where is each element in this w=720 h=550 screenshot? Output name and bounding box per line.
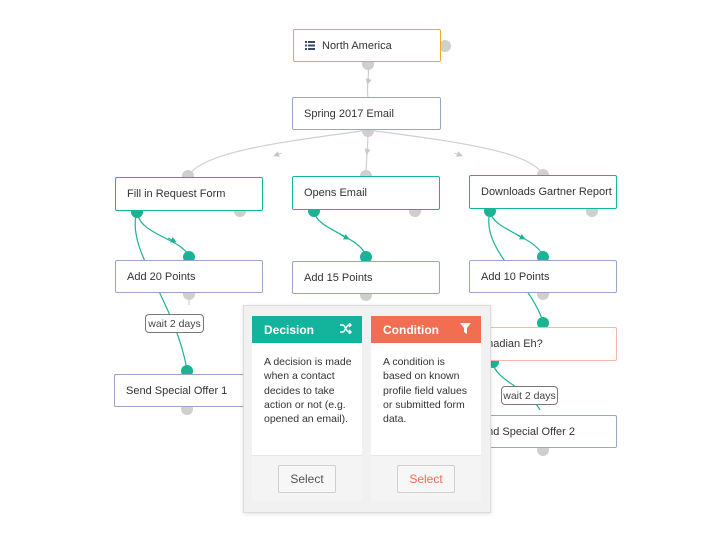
node-add-20-points[interactable]: Add 20 Points	[115, 260, 263, 293]
node-label: Spring 2017 Email	[304, 107, 394, 120]
connector-arrow	[364, 146, 371, 155]
node-condition-canadian[interactable]: anadian Eh?	[469, 327, 617, 361]
node-trigger-downloads-report[interactable]: Downloads Gartner Report	[469, 175, 617, 209]
connector-left-points	[136, 211, 190, 257]
condition-select-button[interactable]: Select	[397, 464, 455, 493]
node-trigger-fill-form[interactable]: Fill in Request Form	[115, 177, 263, 211]
connector-mid-points	[313, 210, 367, 257]
decision-card: Decision A decision is made when a conta…	[252, 316, 362, 501]
condition-card-footer: Select	[371, 455, 481, 501]
connector-arrow	[516, 233, 526, 240]
port-dot[interactable]	[439, 40, 451, 52]
wait-badge[interactable]: wait 2 days	[145, 314, 204, 333]
condition-card-header: Condition	[371, 316, 481, 343]
node-label: Fill in Request Form	[127, 188, 226, 200]
decision-select-button[interactable]: Select	[278, 464, 336, 493]
filter-icon	[460, 322, 471, 337]
decision-card-header: Decision	[252, 316, 362, 343]
node-add-10-points[interactable]: Add 10 Points	[469, 260, 617, 293]
decision-title: Decision	[264, 322, 315, 337]
node-send-offer-2[interactable]: end Special Offer 2	[469, 415, 617, 448]
node-label: Opens Email	[304, 187, 367, 199]
connector-arrow	[340, 233, 350, 240]
condition-description: A condition is based on known profile fi…	[383, 356, 468, 426]
port-dot-active[interactable]	[360, 251, 372, 263]
wait-label: wait 2 days	[503, 389, 556, 402]
node-label: Add 20 Points	[127, 270, 196, 283]
condition-title: Condition	[383, 322, 439, 337]
port-dot-active[interactable]	[537, 317, 549, 329]
node-label: anadian Eh?	[481, 338, 543, 350]
connector-arrow	[167, 236, 177, 243]
node-label: Send Special Offer 1	[126, 384, 228, 397]
node-trigger-opens-email[interactable]: Opens Email	[292, 176, 440, 210]
decision-description: A decision is made when a contact decide…	[264, 356, 352, 426]
list-icon	[305, 41, 315, 50]
decision-card-footer: Select	[252, 455, 362, 501]
node-add-15-points[interactable]: Add 15 Points	[292, 261, 440, 294]
connector-arrow	[273, 151, 283, 157]
node-send-offer-1[interactable]: Send Special Offer 1	[114, 374, 262, 407]
shuffle-icon	[340, 321, 353, 337]
connector-arrow	[365, 77, 372, 85]
node-label: Add 15 Points	[304, 271, 373, 284]
connector-email-right	[367, 129, 544, 177]
connector-arrow	[453, 151, 463, 157]
wait-label: wait 2 days	[148, 317, 201, 330]
node-segment-root[interactable]: North America	[293, 29, 441, 62]
condition-card: Condition A condition is based on known …	[371, 316, 481, 501]
node-label: North America	[322, 39, 392, 52]
node-label: end Special Offer 2	[481, 425, 575, 438]
wait-badge[interactable]: wait 2 days	[501, 386, 558, 405]
node-label: Downloads Gartner Report	[481, 186, 612, 198]
event-type-picker: Decision A decision is made when a conta…	[243, 305, 491, 513]
node-email[interactable]: Spring 2017 Email	[292, 97, 441, 130]
connector-email-left	[187, 129, 369, 178]
node-label: Add 10 Points	[481, 270, 550, 283]
